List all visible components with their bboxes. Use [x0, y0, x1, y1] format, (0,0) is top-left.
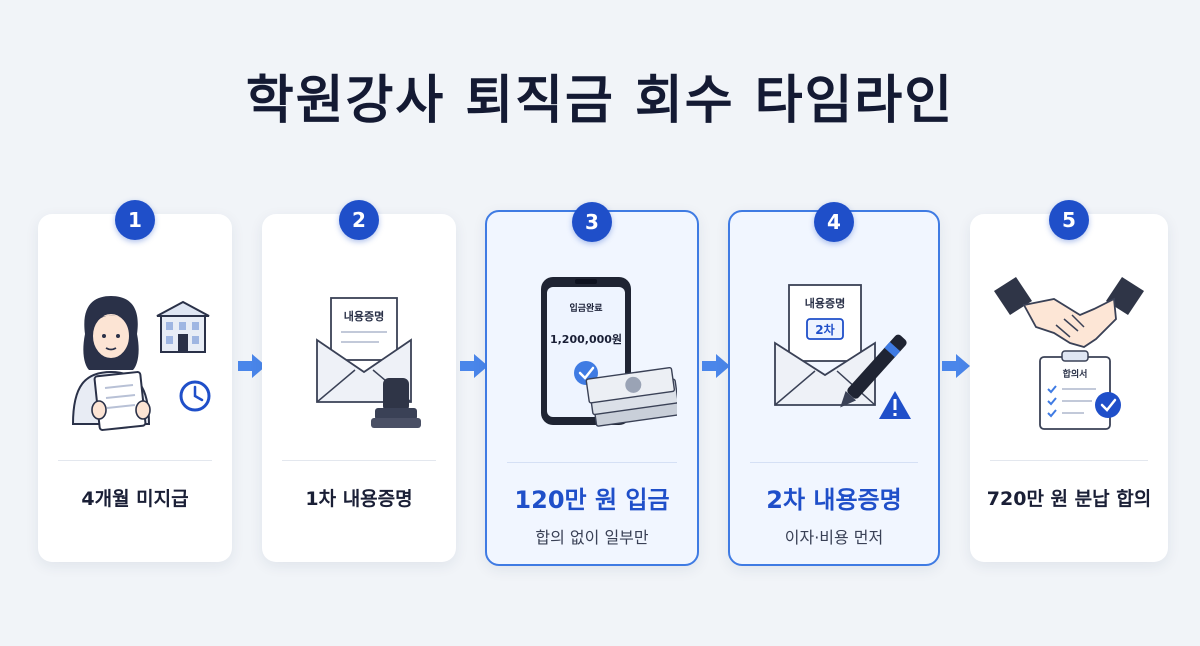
handshake-agreement-icon: 합의서 — [970, 254, 1168, 454]
step-number-badge: 5 — [1049, 200, 1089, 240]
card-divider — [58, 460, 212, 461]
doc-title: 내용증명 — [805, 296, 845, 310]
arrow-right-icon — [460, 354, 488, 378]
doc-tag: 2차 — [815, 322, 834, 337]
arrow-right-icon — [942, 354, 970, 378]
phone-amount: 1,200,000원 — [550, 332, 622, 346]
certified-letter-stamp-icon: 내용증명 — [262, 254, 456, 454]
doc-title: 합의서 — [1063, 368, 1088, 380]
second-letter-pen-warning-icon: 내용증명 2차 — [730, 252, 938, 452]
card-divider — [750, 462, 918, 463]
page-title: 학원강사 퇴직금 회수 타임라인 — [245, 71, 955, 131]
card-divider — [990, 460, 1148, 461]
person-reading-document-icon — [38, 254, 232, 454]
step-sublabel: 합의 없이 일부만 — [535, 528, 649, 547]
step-number-badge: 1 — [115, 200, 155, 240]
step-card-5: 5 합의서 720만 원 분납 합의 — [970, 200, 1168, 562]
step-number-badge: 4 — [814, 202, 854, 242]
step-card-4: 4 내용증명 2차 2차 내용증명 이자·비용 먼저 — [728, 202, 940, 566]
step-label: 2차 내용증명 — [766, 486, 902, 514]
arrow-right-icon — [702, 354, 730, 378]
step-card-2: 2 내용증명 1차 내용증명 — [262, 200, 456, 562]
arrow-right-icon — [238, 354, 266, 378]
phone-deposit-cash-icon: 입금완료 1,200,000원 — [487, 252, 697, 452]
step-sublabel: 이자·비용 먼저 — [784, 528, 884, 547]
step-label: 720만 원 분납 합의 — [986, 488, 1152, 510]
card-divider — [507, 462, 677, 463]
card-divider — [282, 460, 436, 461]
step-number-badge: 3 — [572, 202, 612, 242]
doc-title: 내용증명 — [344, 309, 384, 323]
step-label: 1차 내용증명 — [305, 488, 413, 510]
step-label: 120만 원 입금 — [514, 486, 670, 514]
step-card-1: 1 4개월 미지급 — [38, 200, 232, 562]
step-label: 4개월 미지급 — [81, 488, 189, 510]
step-number-badge: 2 — [339, 200, 379, 240]
step-card-3: 3 입금완료 1,200,000원 120만 원 입금 합의 없이 일부만 — [485, 202, 699, 566]
phone-title: 입금완료 — [569, 302, 603, 314]
